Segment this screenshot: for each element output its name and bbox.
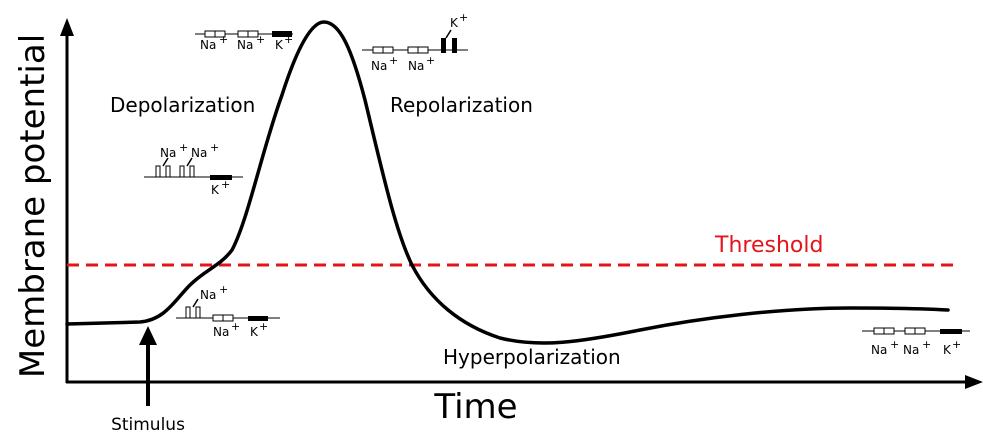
ion-k: K (275, 38, 284, 52)
ion-plus: + (890, 338, 899, 351)
ion-k: K (450, 16, 459, 30)
ion-plus: + (922, 338, 931, 351)
stimulus-label: Stimulus (111, 415, 185, 435)
ion-plus: + (210, 141, 219, 154)
threshold-label: Threshold (714, 233, 823, 258)
ion-plus: + (259, 320, 268, 333)
ion-na: Na (237, 38, 253, 52)
x-axis (66, 375, 983, 389)
y-axis-title: Membrane potential (13, 34, 53, 378)
ion-plus: + (219, 283, 228, 296)
ion-na: Na (408, 59, 424, 73)
ion-plus: + (426, 54, 435, 67)
ion-na: Na (213, 325, 229, 339)
ion-na: Na (200, 38, 216, 52)
channel-diagram-depolarization: Na + Na + K + (144, 141, 243, 197)
phase-depolarization: Depolarization (110, 93, 255, 117)
ion-plus: + (389, 54, 398, 67)
ion-plus: + (179, 141, 188, 154)
ion-na: Na (200, 288, 216, 302)
ion-plus: + (284, 33, 293, 46)
y-axis-arrow-icon (60, 18, 74, 36)
stimulus-arrow (139, 326, 157, 406)
stimulus-arrow-icon (139, 326, 157, 345)
ion-na: Na (160, 146, 176, 160)
channel-diagram-peak: Na + Na + K + (195, 30, 293, 52)
ion-na: Na (903, 343, 919, 357)
channel-diagram-threshold: Na + Na + K + (176, 283, 280, 339)
ion-na: Na (371, 59, 387, 73)
ion-k: K (943, 343, 952, 357)
ion-k: K (211, 183, 220, 197)
ion-plus: + (231, 320, 240, 333)
ion-plus: + (219, 33, 228, 46)
ion-k: K (250, 325, 259, 339)
x-axis-arrow-icon (965, 375, 983, 389)
channel-diagram-resting: Na + Na + K + (862, 327, 970, 357)
x-axis-title: Time (433, 387, 517, 427)
y-axis (60, 18, 74, 383)
phase-hyperpolarization: Hyperpolarization (443, 345, 621, 369)
ion-plus: + (256, 33, 265, 46)
ion-na: Na (191, 146, 207, 160)
phase-repolarization: Repolarization (390, 93, 533, 117)
channel-diagram-repolarization: K + Na + Na + (362, 11, 468, 73)
action-potential-curve (65, 20, 950, 345)
ion-plus: + (952, 338, 961, 351)
ion-na: Na (871, 343, 887, 357)
ion-plus: + (459, 11, 468, 24)
ion-plus: + (221, 178, 230, 191)
